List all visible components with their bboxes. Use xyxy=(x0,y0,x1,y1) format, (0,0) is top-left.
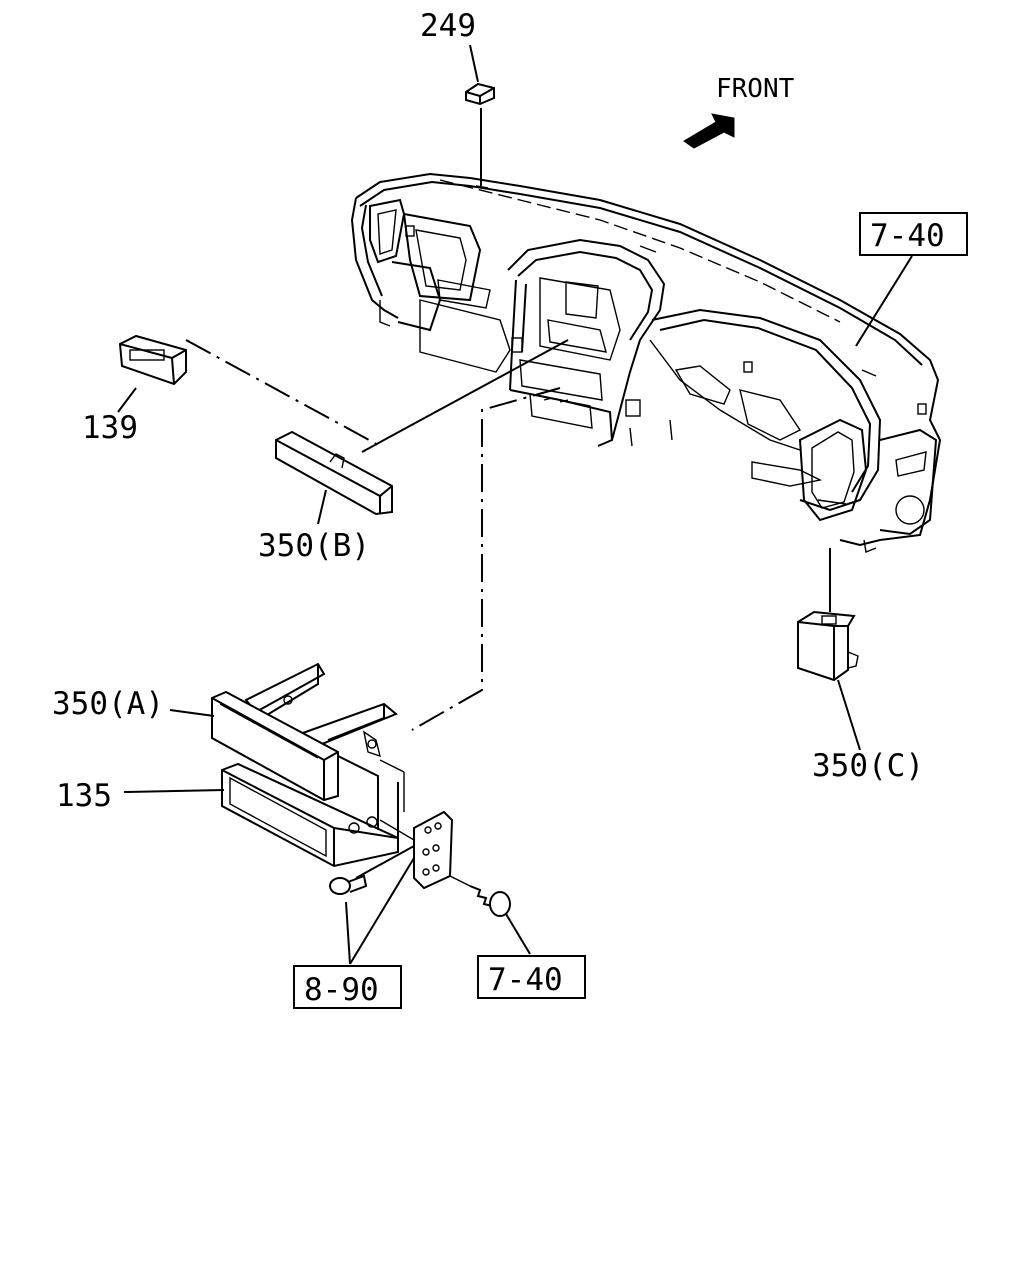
part-350a-bracket xyxy=(211,662,398,802)
part-350b-cover xyxy=(275,430,393,516)
leader-350b-to-panel xyxy=(361,339,569,453)
callout-350b: 350(B) xyxy=(258,528,370,564)
leader-pocket-side xyxy=(379,759,405,773)
callout-350a: 350(A) xyxy=(52,686,164,722)
mounting-plate xyxy=(413,810,454,890)
leader-249 xyxy=(469,44,479,83)
part-135-pocket xyxy=(221,755,399,868)
bolt-8-90 xyxy=(329,874,368,895)
callout-350c: 350(C) xyxy=(812,748,924,784)
leader-350a-to-panel xyxy=(411,387,561,731)
instrument-panel xyxy=(350,172,942,553)
callout-135: 135 xyxy=(56,778,112,814)
leader-ref-dashboard xyxy=(855,255,913,347)
leader-plate-link xyxy=(379,819,415,841)
front-arrow-icon xyxy=(683,113,735,149)
leader-139 xyxy=(117,387,137,413)
leader-135 xyxy=(123,789,225,793)
callout-ref-bolt: 8-90 xyxy=(304,972,379,1008)
clip-249 xyxy=(465,82,495,106)
front-label: FRONT xyxy=(716,74,795,104)
part-139-switch xyxy=(118,334,187,386)
screw-axis xyxy=(449,875,471,887)
leader-350b xyxy=(317,489,327,525)
leader-ref-screw xyxy=(505,913,531,955)
ref-box-bolt xyxy=(293,965,402,1009)
ref-box-dashboard xyxy=(859,212,968,256)
ref-box-screw xyxy=(477,955,586,999)
leader-ref-bolt-a xyxy=(345,901,351,965)
bolt-axis xyxy=(355,845,415,879)
callout-ref-screw: 7-40 xyxy=(488,962,563,998)
screw-7-40 xyxy=(469,885,511,917)
leader-139-to-panel xyxy=(185,339,381,447)
leader-350a xyxy=(169,709,215,717)
part-350c-cover xyxy=(797,610,859,682)
leader-ref-bolt-b xyxy=(349,857,415,965)
callout-ref-dashboard: 7-40 xyxy=(870,218,945,254)
callout-139: 139 xyxy=(82,410,138,446)
callout-249: 249 xyxy=(420,8,476,44)
leader-350c xyxy=(837,679,861,751)
